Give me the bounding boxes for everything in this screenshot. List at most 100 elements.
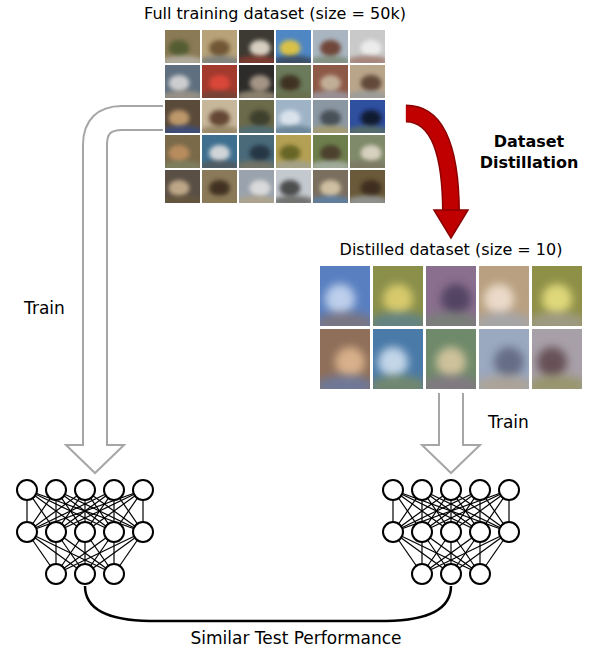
tile-background: [373, 375, 423, 389]
tile-background: [165, 125, 200, 133]
tile-background: [373, 312, 423, 326]
tile-subject: [209, 110, 230, 127]
tile-subject: [250, 110, 271, 127]
tile-subject: [250, 180, 271, 197]
tile-background: [313, 160, 348, 168]
image-tile: [313, 170, 348, 203]
image-tile: [276, 170, 311, 203]
tile-background: [165, 90, 200, 98]
tile-background: [426, 312, 476, 326]
train-arrow-head: [66, 445, 124, 473]
dataset-panel: Full training dataset (size = 50k): [144, 4, 406, 203]
neuron: [104, 480, 124, 500]
neuron: [441, 480, 461, 500]
image-tile: [532, 266, 582, 326]
neuron: [133, 522, 153, 542]
tile-background: [276, 125, 311, 133]
network-link: [56, 532, 143, 574]
image-tile: [426, 329, 476, 389]
tile-background: [202, 160, 237, 168]
dataset-heading: Distilled dataset (size = 10): [320, 240, 582, 260]
image-tile: [320, 266, 370, 326]
image-tile: [426, 266, 476, 326]
tile-subject: [320, 110, 341, 127]
tile-subject: [361, 110, 382, 127]
tile-subject: [169, 145, 190, 162]
network-link: [27, 532, 114, 574]
tile-background: [276, 195, 311, 203]
arrow-shaft-outline: [406, 113, 451, 214]
tile-subject: [209, 180, 230, 197]
tile-background: [276, 55, 311, 63]
tile-background: [202, 55, 237, 63]
tile-background: [313, 55, 348, 63]
train-label: Train: [486, 412, 531, 433]
tile-subject: [361, 145, 382, 162]
image-tile: [202, 170, 237, 203]
network-link: [422, 532, 509, 574]
neuron: [412, 564, 432, 584]
tile-subject: [280, 40, 301, 57]
image-tile: [276, 65, 311, 98]
network-link: [56, 490, 143, 532]
neuron: [441, 522, 461, 542]
tile-background: [165, 195, 200, 203]
image-tile: [373, 329, 423, 389]
comparison-curve: [85, 586, 451, 621]
tile-background: [350, 195, 385, 203]
neuron: [441, 564, 461, 584]
network-link: [56, 490, 143, 532]
image-tile: [313, 135, 348, 168]
image-tile: [202, 30, 237, 63]
neuron: [17, 522, 37, 542]
tile-subject: [320, 75, 341, 92]
tile-subject: [320, 40, 341, 57]
tile-subject: [209, 75, 230, 92]
tile-background: [239, 55, 274, 63]
network-link: [27, 490, 114, 532]
neuron: [470, 480, 490, 500]
network-link: [393, 490, 480, 532]
image-tile: [165, 170, 200, 203]
image-tile: [320, 329, 370, 389]
train-arrow-fill: [95, 118, 166, 449]
image-tile: [239, 100, 274, 133]
tile-background: [479, 375, 529, 389]
neuron: [499, 522, 519, 542]
tile-subject: [441, 284, 471, 314]
tile-subject: [320, 145, 341, 162]
tile-subject: [335, 347, 365, 377]
image-grid: [320, 266, 582, 389]
image-tile: [165, 65, 200, 98]
image-tile: [350, 135, 385, 168]
tile-background: [350, 55, 385, 63]
image-tile: [202, 100, 237, 133]
tile-subject: [169, 75, 190, 92]
neuron: [104, 522, 124, 542]
tile-subject: [169, 180, 190, 197]
image-tile: [239, 135, 274, 168]
neuron: [75, 522, 95, 542]
tile-subject: [280, 110, 301, 127]
tile-subject: [542, 284, 572, 314]
tile-background: [202, 195, 237, 203]
tile-subject: [436, 347, 466, 377]
image-tile: [165, 30, 200, 63]
tile-background: [313, 125, 348, 133]
neuron: [412, 480, 432, 500]
tile-background: [313, 90, 348, 98]
image-tile: [373, 266, 423, 326]
neural-network: [17, 480, 153, 584]
tile-subject: [280, 145, 301, 162]
tile-background: [313, 195, 348, 203]
tile-subject: [361, 180, 382, 197]
tile-subject: [209, 40, 230, 57]
comparison-label: Similar Test Performance: [189, 628, 404, 649]
image-tile: [350, 65, 385, 98]
tile-subject: [484, 284, 514, 314]
image-tile: [276, 100, 311, 133]
tile-subject: [325, 284, 355, 314]
tile-background: [479, 312, 529, 326]
network-link: [422, 490, 509, 532]
image-tile: [276, 30, 311, 63]
